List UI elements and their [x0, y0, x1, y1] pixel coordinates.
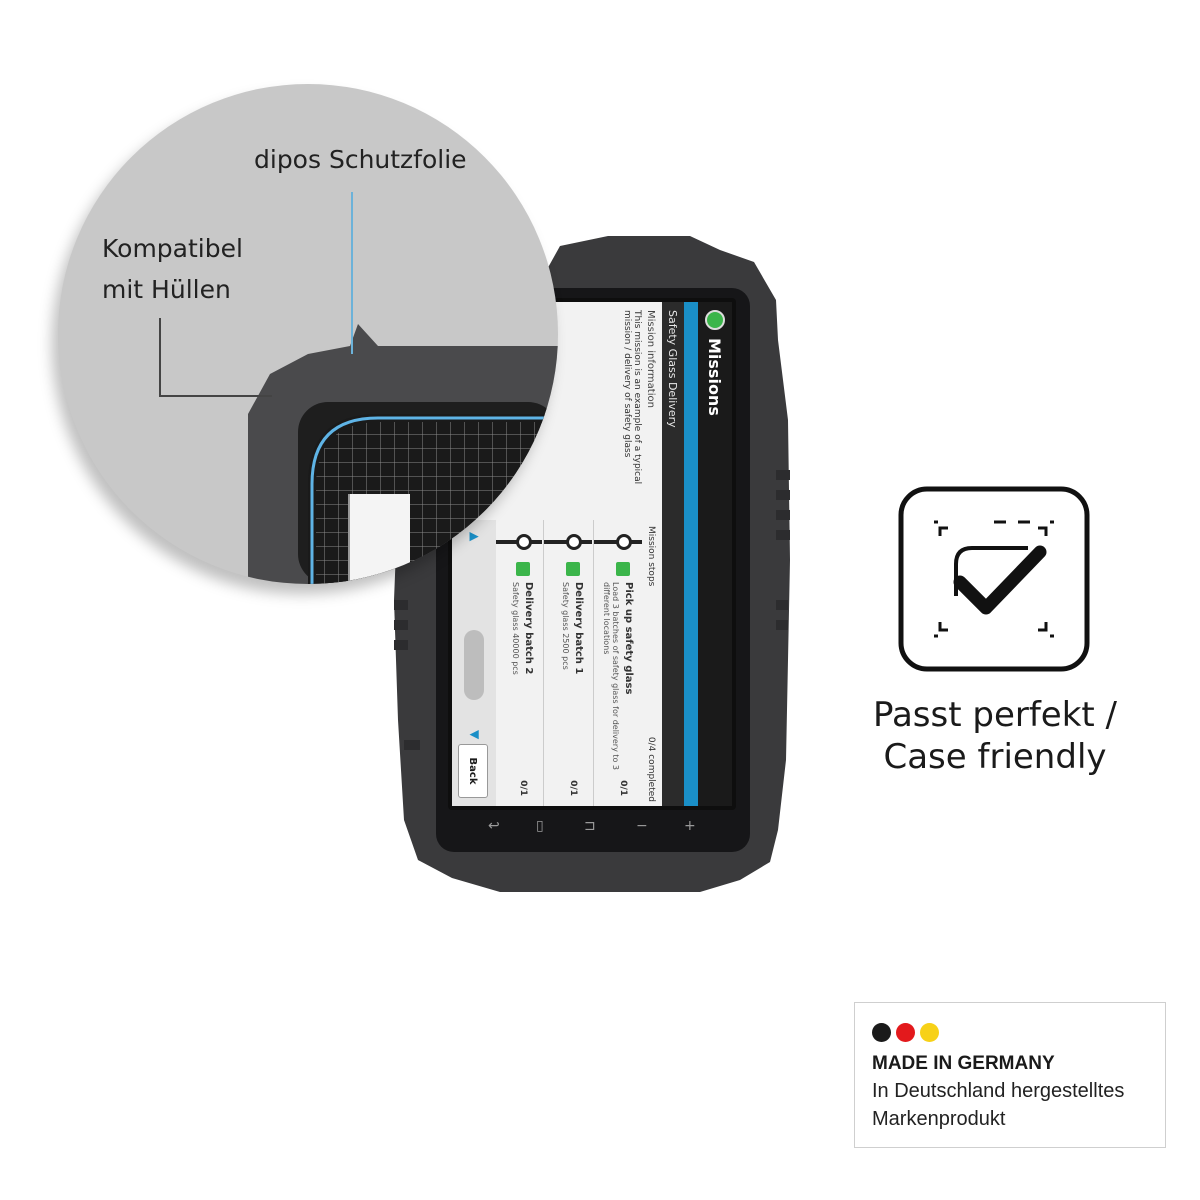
stop-title: Pick up safety glass: [623, 582, 634, 695]
flag-dot-red: [896, 1023, 915, 1042]
origin-line1: In Deutschland hergestelltes: [872, 1080, 1125, 1102]
made-in-germany-title: MADE IN GERMANY: [872, 1053, 1055, 1074]
protective-film-edge: [310, 416, 558, 584]
stop-marker-icon: [616, 534, 632, 550]
made-in-germany-badge: MADE IN GERMANY In Deutschland hergestel…: [854, 1002, 1166, 1148]
app-titlebar: Missions: [698, 302, 732, 806]
truck-icon: [566, 562, 580, 576]
back-button[interactable]: Back: [458, 744, 488, 798]
case-compatible-label: Kompatibel mit Hüllen: [102, 228, 243, 310]
case-friendly-text: Passt perfekt / Case friendly: [840, 694, 1150, 778]
plus-button-icon: +: [684, 818, 696, 834]
feature-line1: Passt perfekt /: [872, 695, 1118, 735]
stop-marker-icon: [566, 534, 582, 550]
stop-detail: Safety glass 2500 pcs: [561, 582, 570, 670]
scroll-down-icon[interactable]: ▼: [468, 730, 482, 740]
accent-bar: [684, 302, 698, 806]
stops-header: Mission stops 0/4 completed: [646, 526, 656, 802]
menu-button-icon: ▯: [536, 818, 544, 834]
app-title: Missions: [705, 338, 725, 416]
enter-button-icon: ⊐: [584, 818, 596, 834]
truck-icon: [616, 562, 630, 576]
app-logo-icon: [705, 310, 725, 330]
list-item[interactable]: Pick up safety glass Load 3 batches of s…: [593, 520, 642, 806]
stop-count: 0/1: [618, 780, 628, 796]
stops-progress: 0/4 completed: [646, 736, 656, 802]
case-label-line2: mit Hüllen: [102, 275, 231, 304]
mission-name: Safety Glass Delivery: [662, 302, 684, 806]
stop-count: 0/1: [568, 780, 578, 796]
hardware-buttons: ↩ ▯ ⊐ − +: [488, 818, 696, 834]
check-in-frame-icon: [898, 486, 1090, 672]
stop-detail: Safety glass 40000 pcs: [511, 582, 520, 675]
grip-ridges: [394, 470, 790, 750]
origin-line2: Markenprodukt: [872, 1108, 1006, 1130]
flag-dot-black: [872, 1023, 891, 1042]
return-button-icon: ↩: [488, 818, 500, 834]
stop-title: Delivery batch 1: [573, 582, 584, 675]
stops-heading: Mission stops: [646, 526, 656, 587]
case-label-line1: Kompatibel: [102, 234, 243, 263]
stop-detail: Load 3 batches of safety glass for deliv…: [602, 582, 620, 771]
stop-title: Delivery batch 2: [523, 582, 534, 675]
magnifier-callout: [58, 84, 558, 584]
feature-line2: Case friendly: [883, 737, 1107, 777]
info-heading: Mission information: [645, 310, 656, 408]
info-text: This mission is an example of a typical …: [622, 310, 642, 485]
case-pointer-line: [159, 318, 272, 397]
start-menu-tile[interactable]: [348, 494, 410, 584]
scroll-handle[interactable]: [464, 630, 484, 700]
flag-dot-gold: [920, 1023, 939, 1042]
film-label: dipos Schutzfolie: [254, 145, 467, 174]
minus-button-icon: −: [636, 818, 648, 834]
stop-count: 0/1: [518, 780, 528, 796]
